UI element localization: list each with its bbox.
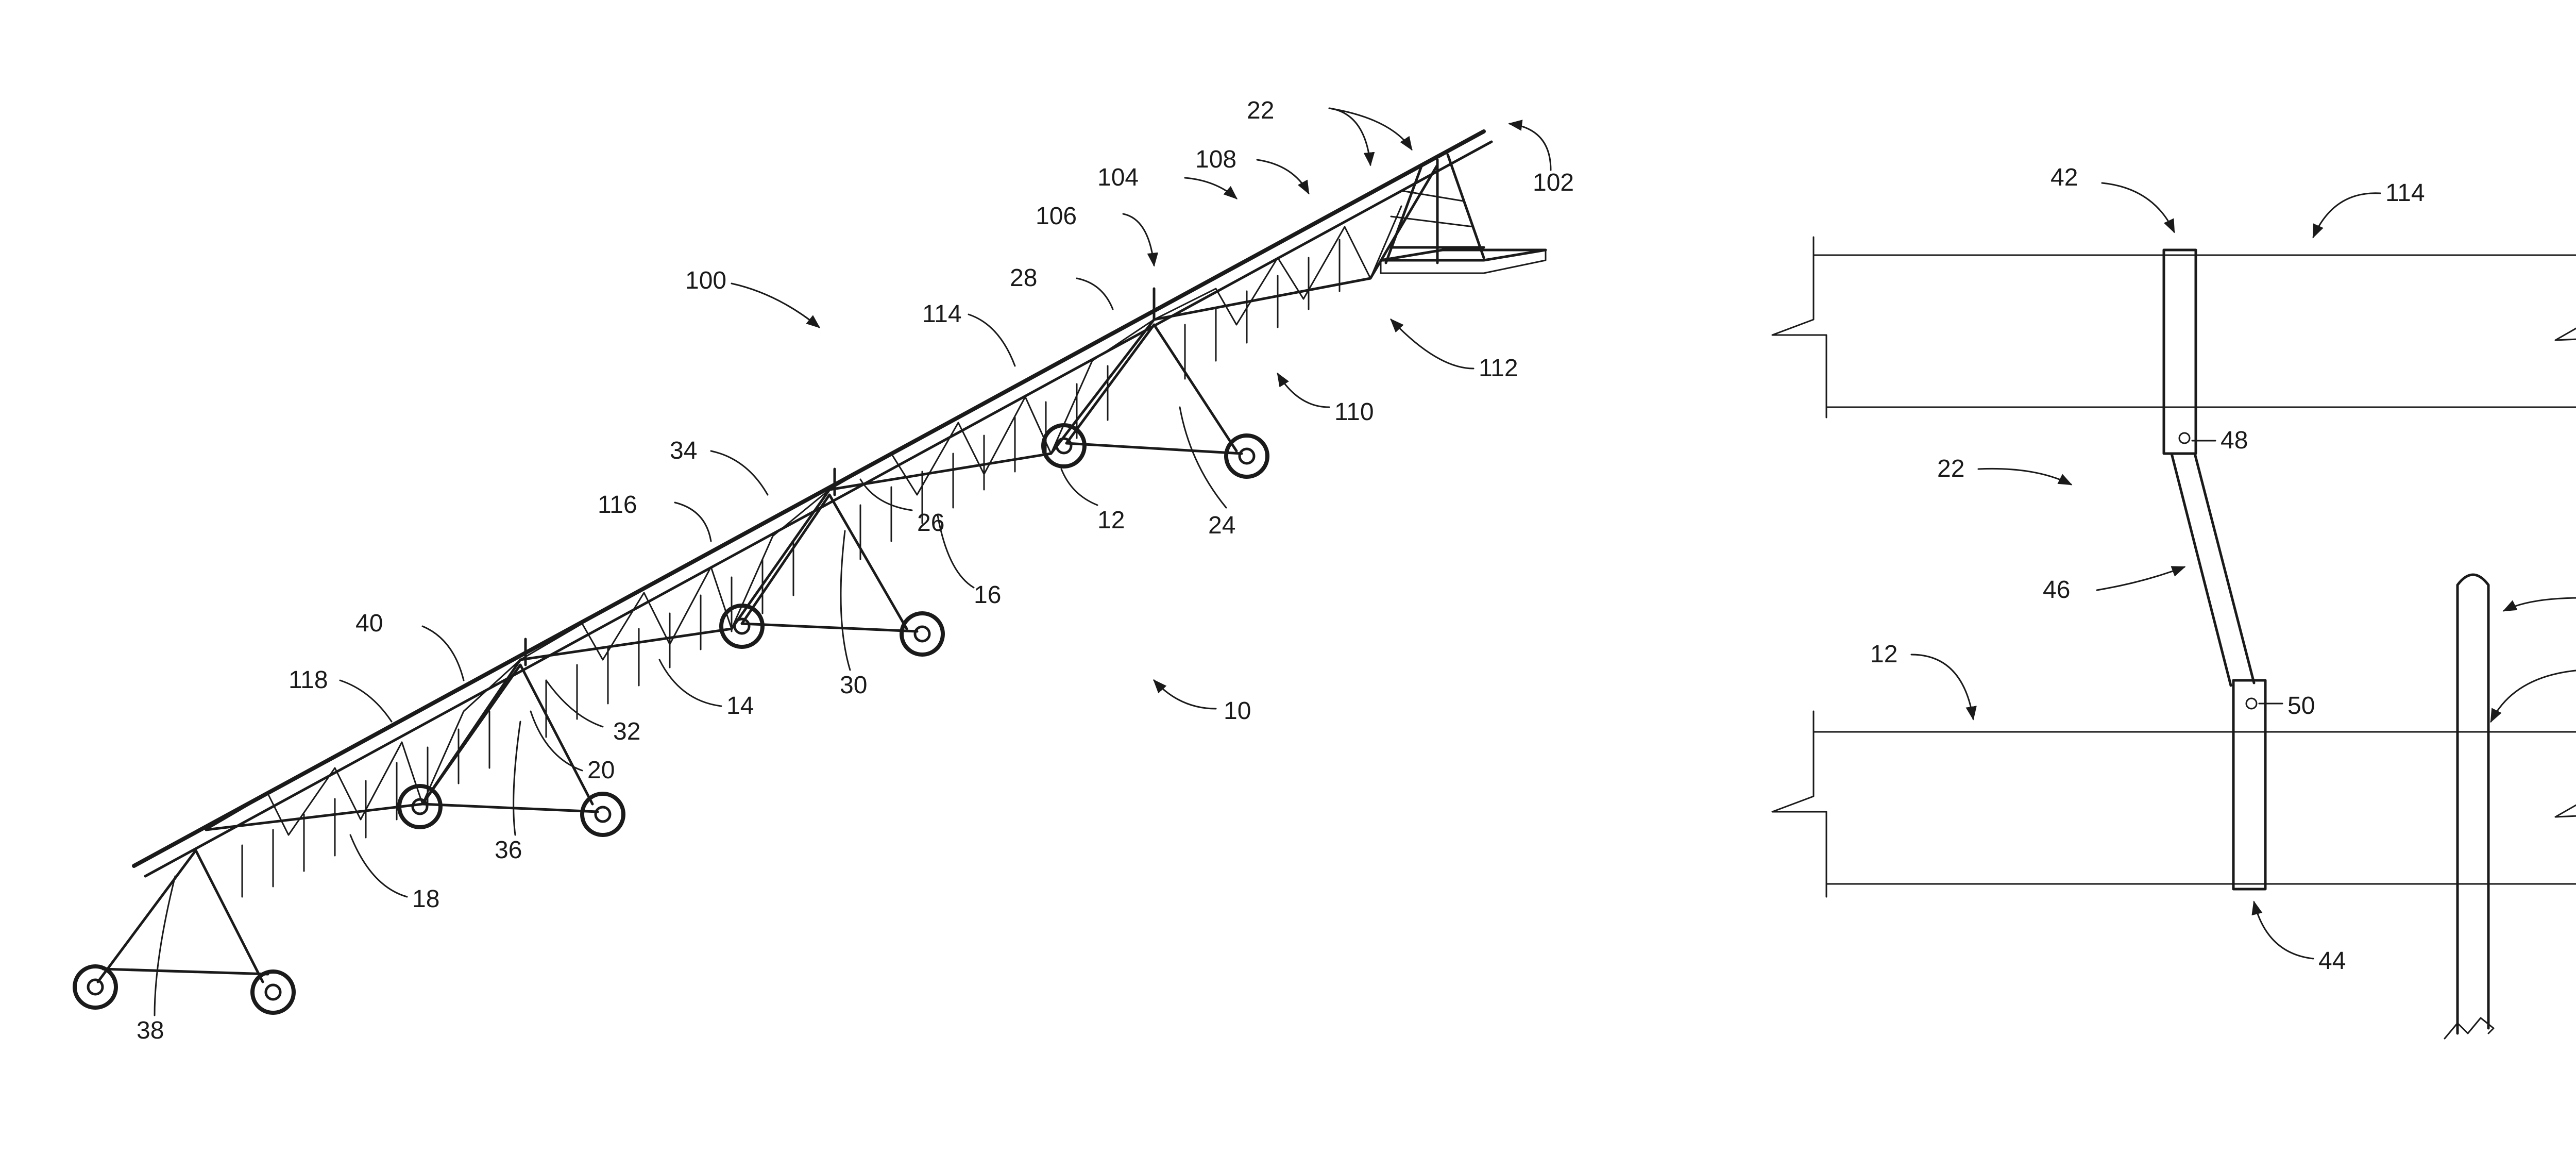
ref-label: 16: [974, 581, 1001, 609]
detail-leader-lines: [1911, 183, 2576, 959]
ref-label: 112: [1479, 355, 1518, 382]
riser-pipe: [2445, 575, 2494, 1039]
lower-clamp: [2233, 680, 2265, 889]
ref-label: 114: [922, 300, 962, 328]
wheel: [721, 606, 762, 647]
ref-label: 116: [598, 491, 637, 519]
ref-label: 28: [1010, 264, 1037, 292]
wheels: [75, 425, 1267, 1013]
ref-label: 12: [1870, 641, 1897, 668]
ref-label: 36: [495, 837, 522, 864]
wheel: [75, 966, 116, 1008]
ref-label: 118: [289, 666, 328, 694]
ref-label: 50: [2287, 692, 2315, 720]
upper-clamp: [2164, 250, 2196, 454]
truss-spans: [206, 165, 1437, 835]
ref-label: 14: [726, 692, 754, 720]
ref-label: 34: [670, 437, 697, 464]
link-arm: [2172, 454, 2254, 685]
wheel: [252, 972, 294, 1013]
ref-label: 12: [1097, 507, 1125, 534]
ref-label: 114: [2385, 179, 2425, 207]
leader-lines: [155, 108, 1551, 1015]
ref-label: 30: [840, 672, 867, 699]
lower-pipe: [1772, 711, 2576, 897]
ref-label: 102: [1533, 169, 1574, 196]
wheel: [902, 613, 943, 655]
ref-label: 106: [1036, 203, 1077, 230]
ref-label: 20: [587, 757, 615, 784]
wheel: [1043, 425, 1084, 466]
ref-label: 10: [1224, 697, 1251, 725]
ref-label: 40: [355, 610, 383, 637]
wheel: [1226, 436, 1267, 477]
detail-figure: 42 114 48 22 46 110 12 50 28 44: [1772, 164, 2576, 1039]
tower-risers: [526, 289, 1154, 665]
ref-label: 38: [137, 1017, 164, 1044]
detail-reference-numerals: 42 114 48 22 46 110 12 50 28 44: [1870, 164, 2576, 975]
ref-label: 110: [1334, 398, 1374, 426]
ref-label: 22: [1937, 455, 1964, 482]
ref-label: 32: [613, 718, 640, 745]
ref-label: 22: [1247, 97, 1274, 124]
ref-label: 108: [1195, 146, 1236, 173]
ref-label: 48: [2221, 427, 2248, 454]
sprinkler-drops: [242, 240, 1340, 897]
ref-label: 24: [1208, 512, 1235, 539]
wheel: [582, 794, 623, 835]
ref-label: 26: [917, 509, 944, 537]
ref-label: 44: [2318, 947, 2346, 975]
irrigation-system-figure: 22 102 104 108 106 28 100 114 112 110 24…: [75, 97, 1574, 1044]
ref-label: 104: [1097, 164, 1139, 191]
ref-label: 18: [412, 885, 439, 913]
ref-label: 100: [685, 267, 726, 294]
reference-numerals: 22 102 104 108 106 28 100 114 112 110 24…: [137, 97, 1574, 1044]
ref-label: 42: [2050, 164, 2078, 191]
upper-pipe: [1772, 237, 2576, 417]
ref-label: 46: [2043, 576, 2070, 604]
